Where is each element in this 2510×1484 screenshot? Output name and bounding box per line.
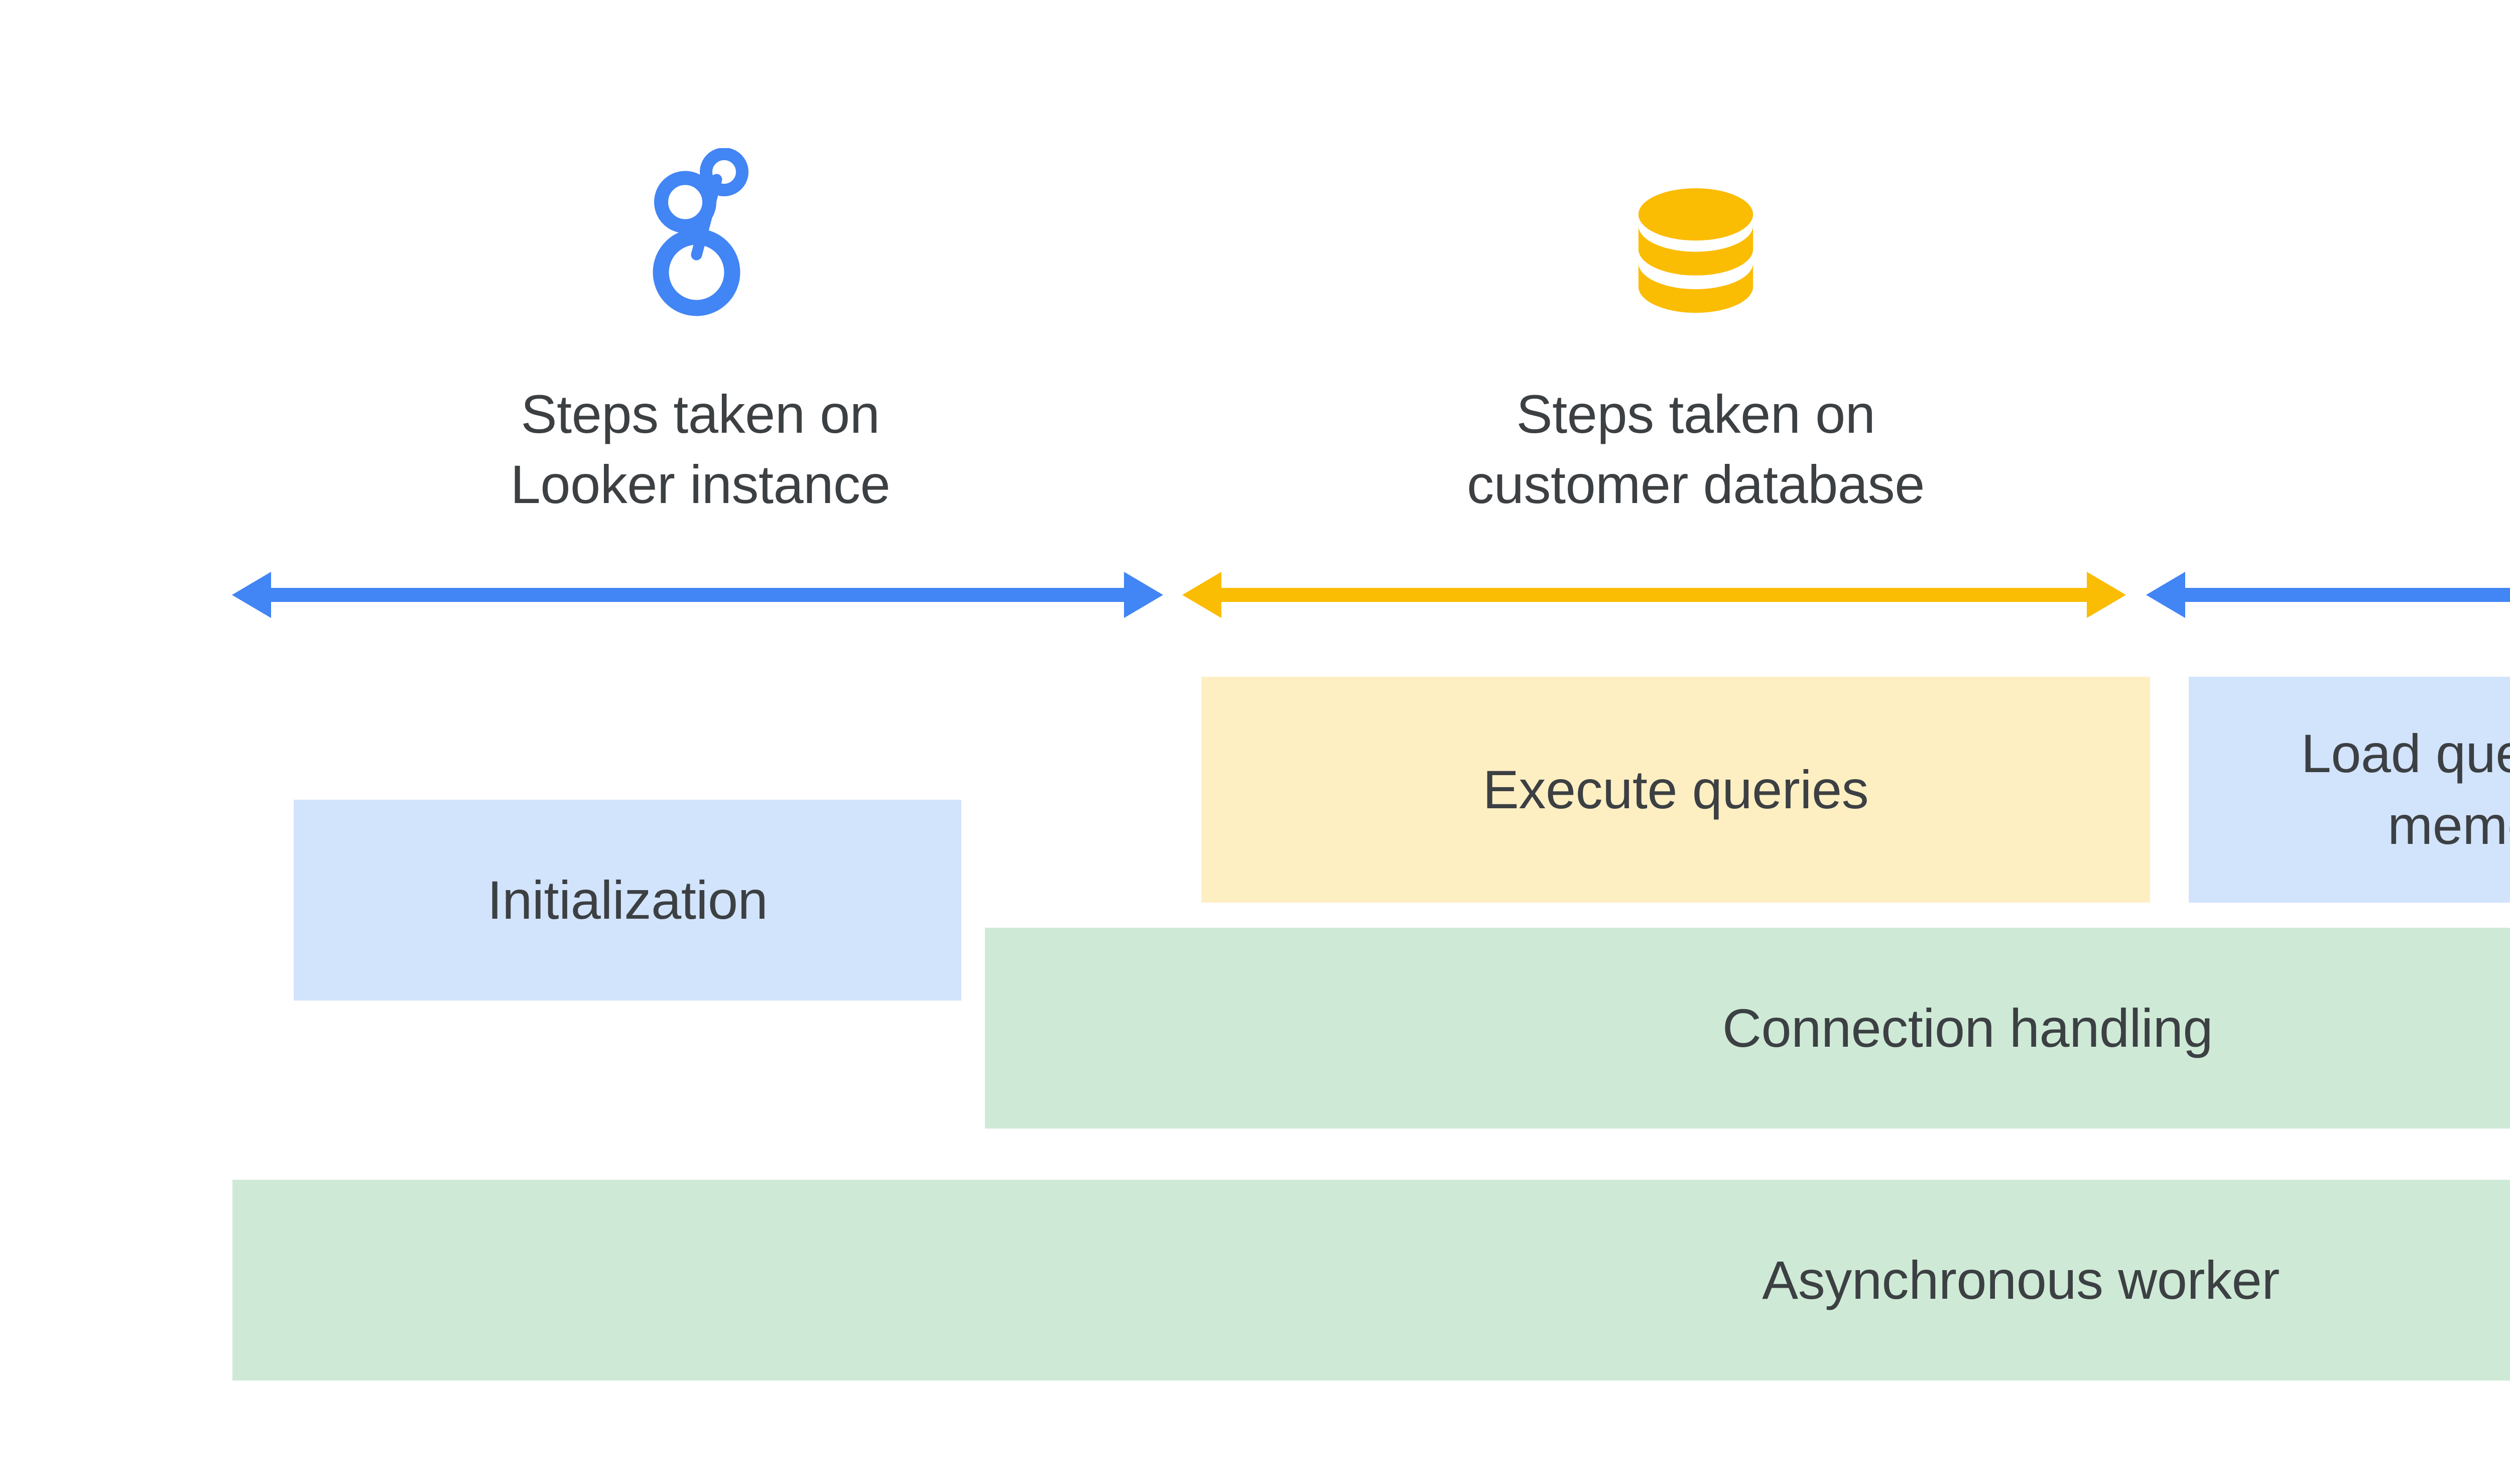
span-arrow-looker-left — [232, 565, 1163, 625]
section-caption-looker-left: Steps taken on Looker instance — [510, 384, 891, 515]
span-arrow-database — [1182, 565, 2126, 625]
looker-icon — [625, 148, 776, 319]
phase-box-execute-queries[interactable]: Execute queries — [1201, 677, 2150, 903]
phase-box-initialization[interactable]: Initialization — [294, 800, 961, 1001]
span-arrow-looker-right — [2146, 565, 2510, 625]
phase-box-load-queries-in-memory[interactable]: Load queries in memory — [2189, 677, 2510, 903]
database-icon — [1625, 186, 1766, 320]
phase-box-asynchronous-worker[interactable]: Asynchronous worker — [232, 1180, 2510, 1381]
section-caption-database: Steps taken on customer database — [1467, 384, 1925, 515]
phase-box-connection-handling[interactable]: Connection handling — [985, 928, 2510, 1129]
